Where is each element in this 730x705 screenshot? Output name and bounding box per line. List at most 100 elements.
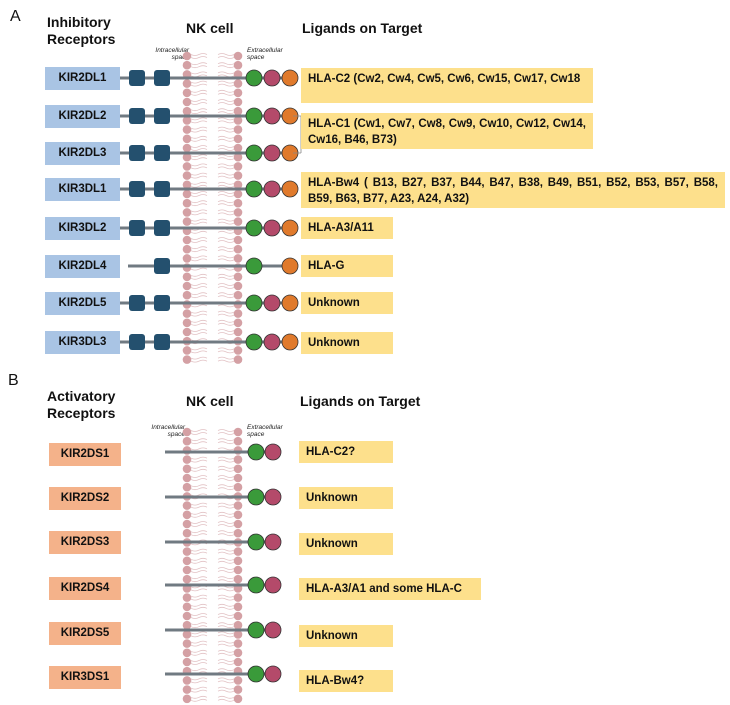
lipid-tail (217, 588, 235, 592)
lipid-tail (217, 548, 235, 552)
ig-domain-orange (281, 180, 299, 198)
lipid-tail (217, 249, 235, 253)
lipid-tail (190, 560, 208, 564)
receptor-box-kir2dl2: KIR2DL2 (45, 105, 120, 128)
lipid-head-outer (233, 611, 243, 621)
cell-membrane-a (182, 51, 243, 364)
lipid-tail (217, 126, 235, 130)
lipid-tail (217, 356, 235, 360)
lipid-tail (217, 145, 235, 148)
lipid-head-outer (233, 198, 243, 208)
lipid-tail (217, 157, 235, 161)
lipid-tail (217, 478, 235, 481)
lipid-tail (190, 191, 208, 194)
ig-domain-green (247, 665, 265, 683)
inhibitory-receptors-header: Inhibitory Receptors (47, 14, 116, 47)
lipid-tail (190, 695, 208, 699)
lipid-tail (190, 237, 208, 240)
lipid-tail (190, 255, 208, 259)
receptor-box-kir2dl4: KIR2DL4 (45, 255, 120, 278)
lipid-tail (217, 292, 235, 296)
lipid-tail (190, 359, 208, 363)
lipid-tail (190, 181, 208, 185)
lipid-tail (190, 332, 208, 335)
lipid-tail (217, 695, 235, 699)
lipid-tail (217, 659, 235, 662)
lipid-tail (217, 108, 235, 112)
nk-cell-header-a: NK cell (186, 20, 234, 36)
lipid-tail (190, 246, 208, 250)
lipid-tail (190, 686, 208, 690)
lipid-head-inner (182, 162, 192, 171)
lipid-head-inner (182, 235, 192, 245)
lipid-head-outer (233, 620, 243, 630)
ig-domain-orange (281, 69, 299, 87)
lipid-head-inner (182, 547, 192, 556)
lipid-tail (217, 429, 235, 432)
receptor-box-kir2ds4: KIR2DS4 (49, 577, 121, 600)
lipid-tail (190, 616, 208, 619)
lipid-tail (217, 514, 235, 518)
lipid-head-inner (182, 134, 192, 144)
lipid-tail (190, 258, 208, 262)
lipid-head-outer (233, 482, 243, 492)
lipid-tail (190, 514, 208, 518)
lipid-tail (190, 429, 208, 432)
lipid-head-inner (182, 501, 192, 510)
lipid-tail (217, 594, 235, 598)
ligand-box-unknown-kir2ds5: Unknown (299, 625, 393, 647)
lipid-head-outer (233, 473, 243, 483)
lipid-tail (217, 603, 235, 607)
lipid-head-inner (182, 171, 192, 180)
lipid-tail (217, 689, 235, 693)
lipid-tail (217, 65, 235, 69)
lipid-head-outer (233, 528, 243, 538)
lipid-tail (217, 640, 235, 644)
lipid-tail (190, 356, 208, 360)
itim-motif (129, 70, 145, 86)
ig-domain-green (247, 576, 265, 594)
itim-motif (129, 295, 145, 311)
ig-domain-orange (281, 219, 299, 237)
lipid-head-inner (182, 565, 192, 575)
ig-domain-green (245, 294, 263, 312)
lipid-tail (190, 276, 208, 280)
lipid-tail (190, 166, 208, 170)
lipid-tail (190, 154, 208, 158)
lipid-head-outer (233, 685, 243, 694)
lipid-tail (190, 56, 208, 59)
lipid-tail (217, 511, 235, 515)
lipid-head-outer (233, 593, 243, 602)
lipid-tail (190, 203, 208, 207)
lipid-tail (190, 511, 208, 515)
lipid-tail (217, 56, 235, 59)
lipid-tail (217, 203, 235, 207)
lipid-tail (217, 698, 235, 702)
itim-motif (154, 181, 170, 197)
ligand-box-unknown-kir2ds3: Unknown (299, 533, 393, 555)
lipid-tail (190, 484, 208, 488)
lipid-head-inner (182, 97, 192, 107)
lipid-head-inner (182, 482, 192, 492)
lipid-tail (190, 625, 208, 629)
lipid-tail (190, 447, 208, 451)
lipid-tail (217, 465, 235, 469)
lipid-head-outer (233, 455, 243, 464)
lipid-head-inner (182, 630, 192, 639)
ligands-on-target-header-b: Ligands on Target (300, 393, 421, 409)
lipid-head-outer (233, 676, 243, 685)
lipid-tail (190, 108, 208, 112)
ligand-box-hla-c2: HLA-C2 (Cw2, Cw4, Cw5, Cw6, Cw15, Cw17, … (301, 68, 593, 103)
lipid-head-outer (233, 134, 243, 144)
lipid-head-inner (182, 639, 192, 648)
lipid-tail (190, 521, 208, 524)
lipid-tail (190, 475, 208, 478)
lipid-tail (190, 551, 208, 555)
ig-domain-orange (281, 257, 299, 275)
lipid-tail (190, 295, 208, 299)
lipid-head-outer (233, 208, 243, 217)
lipid-head-inner (182, 427, 192, 437)
lipid-tail (190, 652, 208, 656)
ligand-box-unknown-kir3dl3: Unknown (301, 332, 393, 354)
lipid-tail (217, 258, 235, 262)
